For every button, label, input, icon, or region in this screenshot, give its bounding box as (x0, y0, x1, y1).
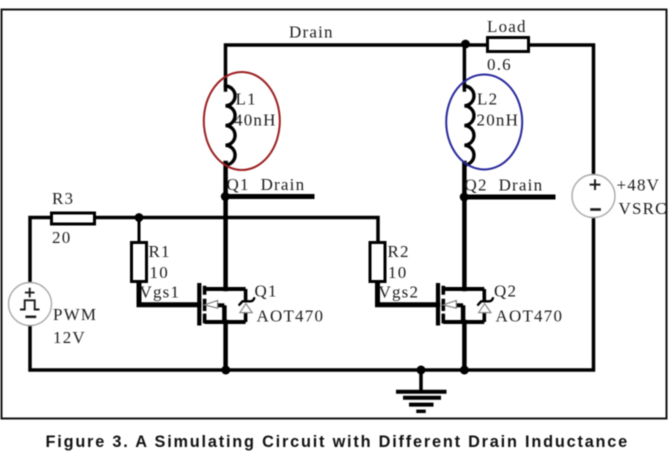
svg-text:+48V: +48V (617, 176, 661, 195)
svg-text:0.6: 0.6 (487, 55, 512, 74)
svg-text:20: 20 (52, 228, 71, 247)
svg-text:Q1: Q1 (255, 282, 278, 301)
svg-text:AOT470: AOT470 (257, 307, 325, 326)
svg-text:AOT470: AOT470 (496, 307, 564, 326)
svg-text:Q1 Drain: Q1 Drain (227, 175, 306, 194)
svg-text:R1: R1 (149, 242, 171, 261)
svg-text:Vgs2: Vgs2 (379, 283, 420, 302)
svg-text:10: 10 (388, 263, 407, 282)
svg-text:L2: L2 (477, 90, 498, 109)
svg-text:Vgs1: Vgs1 (140, 283, 181, 302)
svg-text:Load: Load (487, 17, 527, 36)
svg-text:VSRC: VSRC (619, 199, 668, 218)
svg-text:40nH: 40nH (234, 111, 277, 130)
svg-text:10: 10 (150, 263, 169, 282)
svg-text:R3: R3 (52, 189, 74, 208)
svg-text:PWM: PWM (53, 305, 97, 324)
svg-text:20nH: 20nH (477, 111, 520, 130)
svg-text:R2: R2 (388, 242, 410, 261)
svg-text:Figure 3. A Simulating Circuit: Figure 3. A Simulating Circuit with Diff… (46, 433, 630, 451)
svg-text:12V: 12V (53, 328, 86, 347)
svg-text:Q2 Drain: Q2 Drain (465, 176, 544, 195)
svg-text:Drain: Drain (289, 22, 334, 41)
svg-text:L1: L1 (236, 90, 257, 109)
svg-text:Q2: Q2 (494, 282, 517, 301)
